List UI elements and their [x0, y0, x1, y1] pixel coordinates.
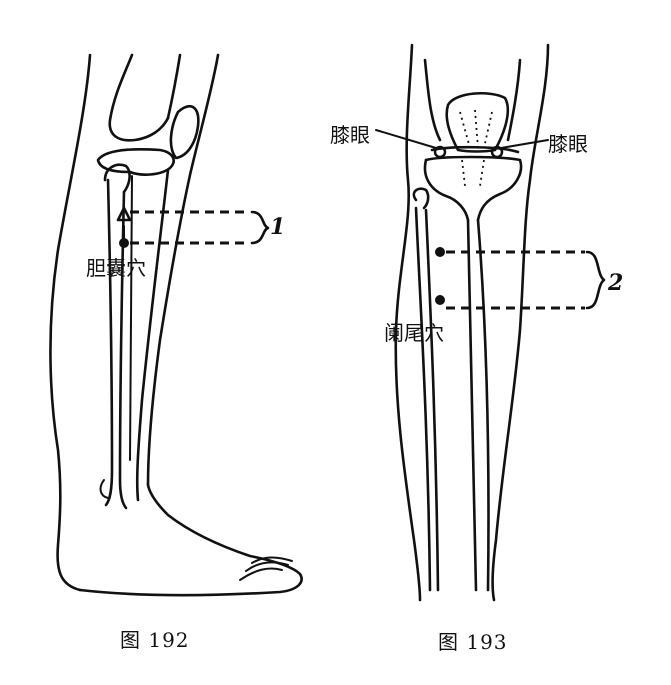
- gallbladder-point-label: 胆囊穴: [86, 256, 146, 280]
- knee-front-view-icon: [375, 43, 606, 602]
- knee-eye-left-label: 膝眼: [330, 123, 370, 147]
- figure-caption-193: 图 193: [438, 630, 508, 654]
- knee-eye-right-label: 膝眼: [548, 132, 588, 156]
- appendix-point-label: 阑尾穴: [384, 321, 444, 345]
- distance-label-2: 2: [608, 270, 624, 296]
- distance-label-1: 1: [270, 214, 286, 240]
- leg-side-view-icon: [49, 53, 303, 597]
- figure-caption-192: 图 192: [120, 628, 190, 652]
